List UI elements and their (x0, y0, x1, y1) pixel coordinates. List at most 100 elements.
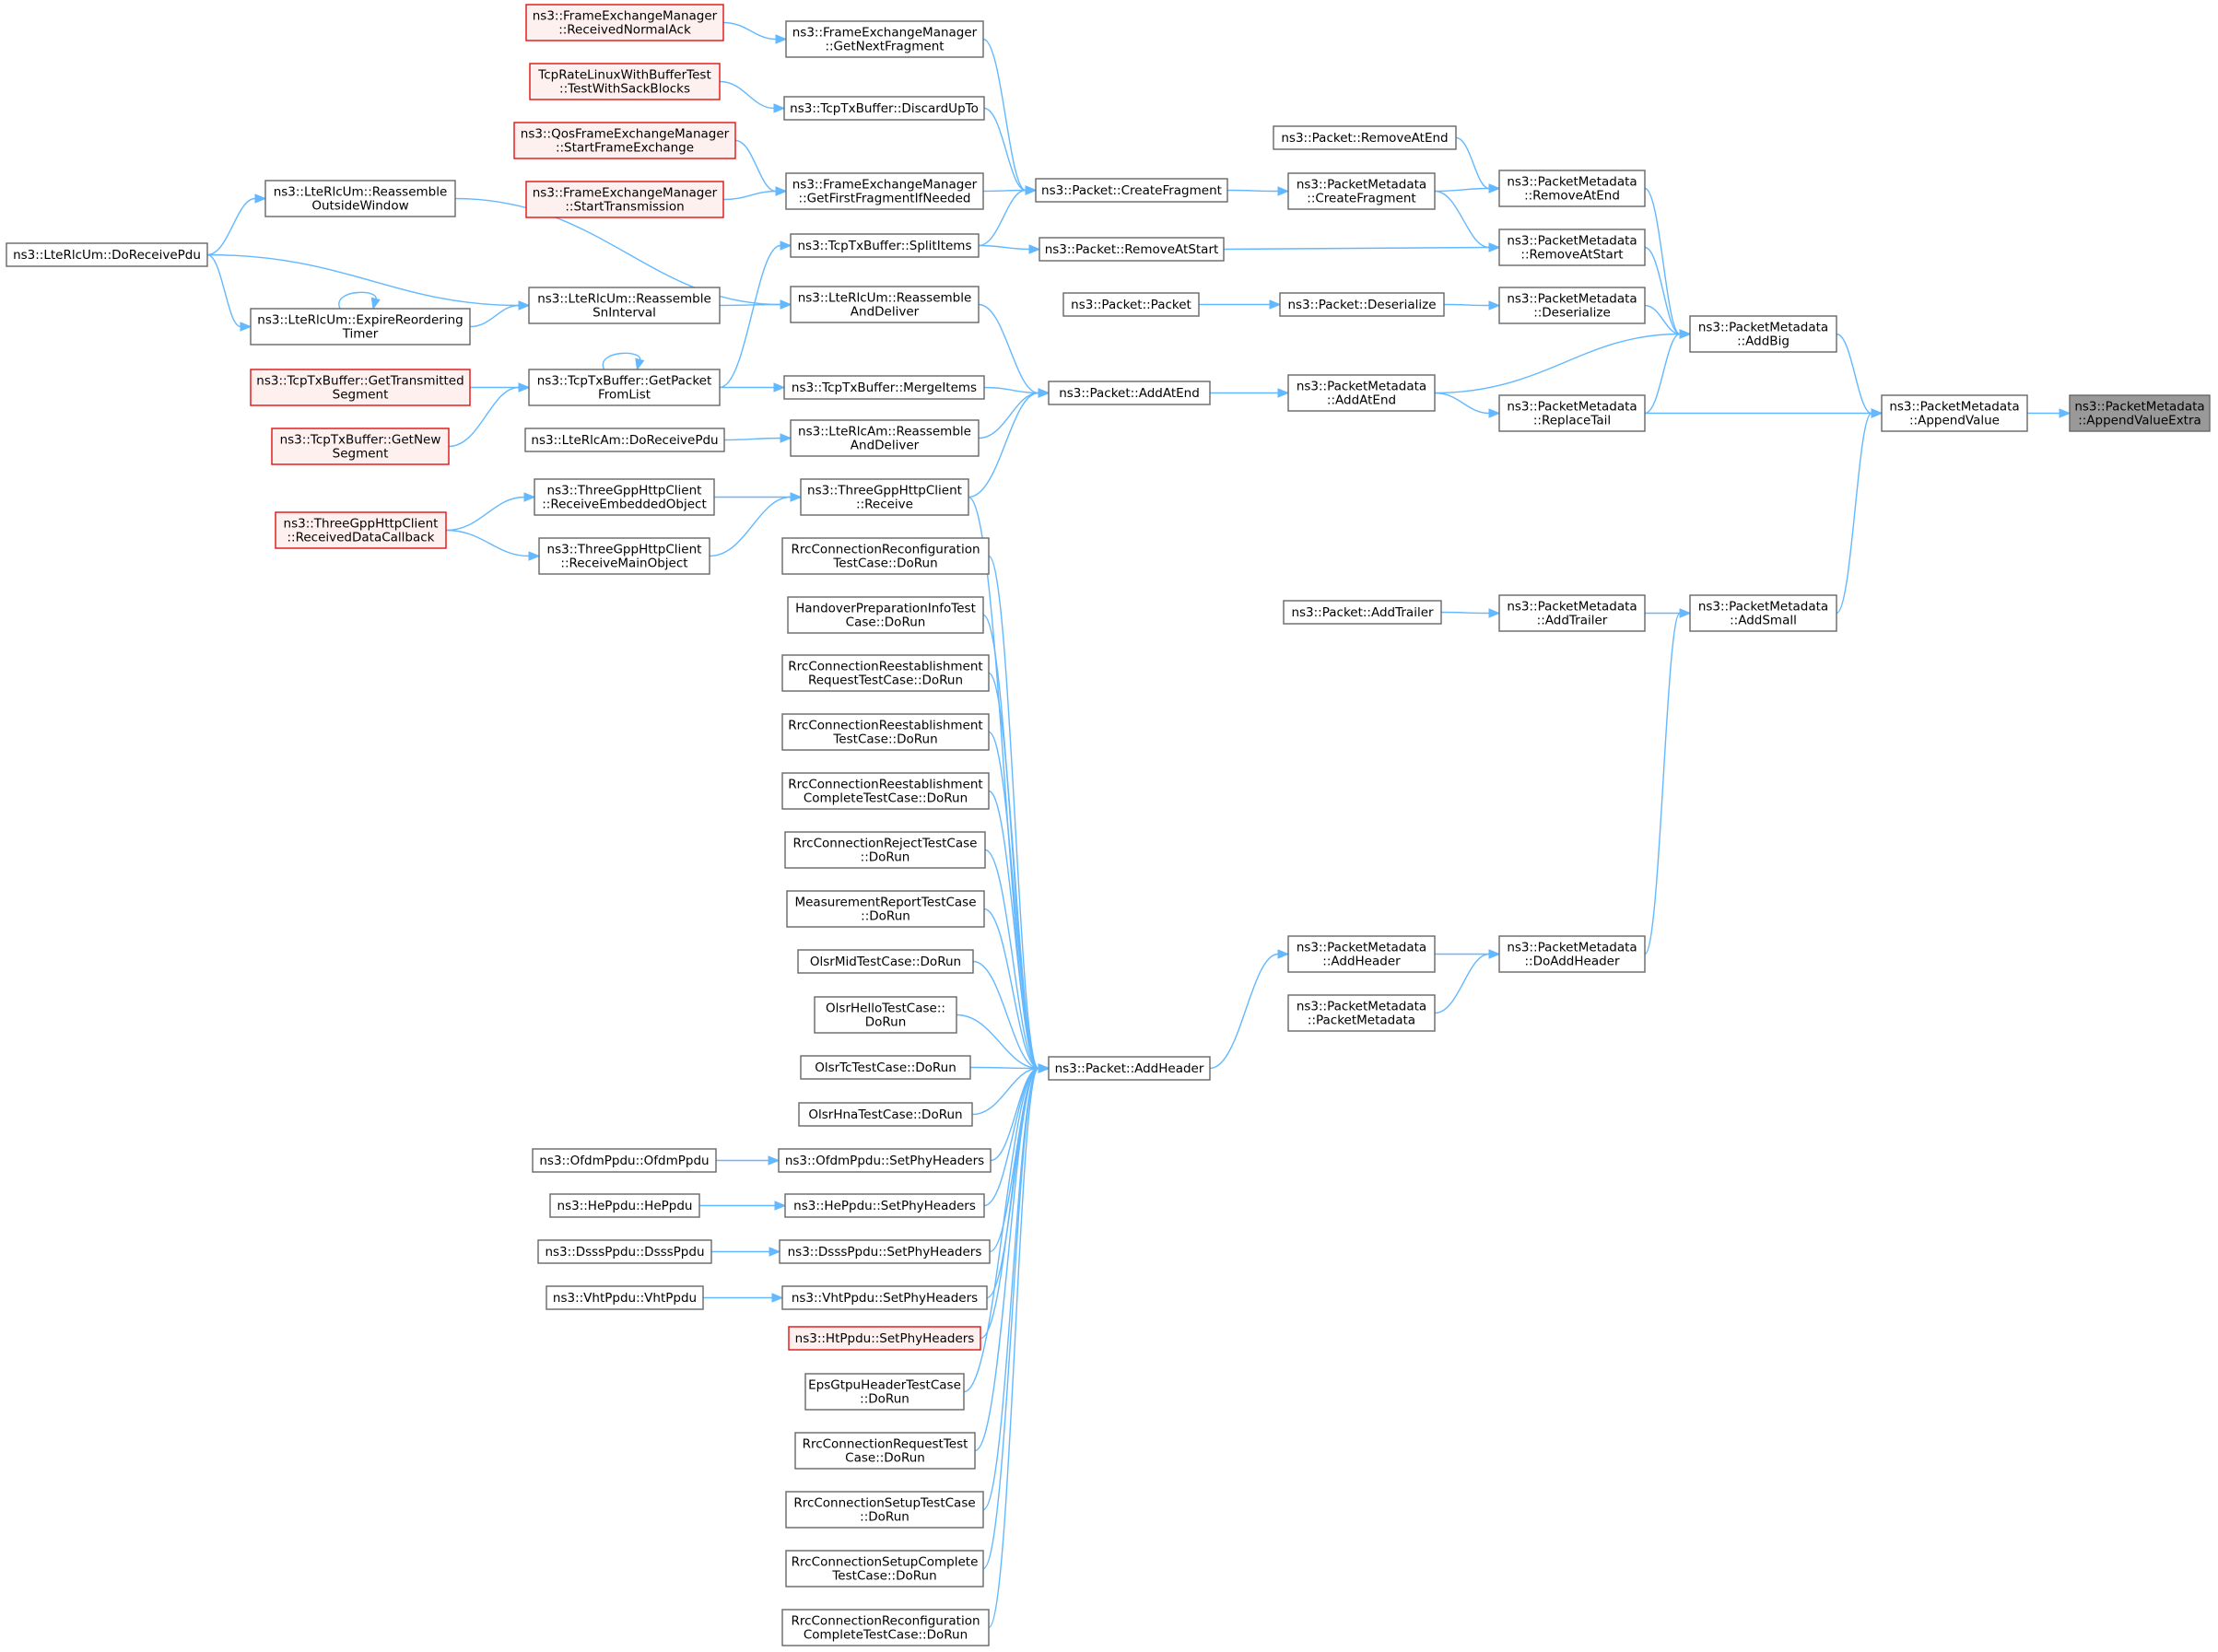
node-n8[interactable]: ns3::PacketMetadata::AddTrailer (1498, 594, 1646, 632)
node-n19[interactable]: ns3::Packet::Packet (1062, 292, 1200, 317)
edge-path (469, 304, 520, 328)
node-n46[interactable]: EpsGtpuHeaderTestCase::DoRun (804, 1373, 965, 1411)
node-label: ns3::ThreeGppHttpClient (284, 517, 439, 532)
node-n21[interactable]: ns3::Packet::AddHeader (1048, 1056, 1211, 1081)
node-box (1287, 172, 1436, 210)
node-n6[interactable]: ns3::PacketMetadata::Deserialize (1498, 287, 1646, 324)
edge-n69-to-n59 (445, 492, 536, 532)
node-n7[interactable]: ns3::PacketMetadata::ReplaceTail (1498, 394, 1646, 432)
node-n5[interactable]: ns3::PacketMetadata::RemoveAtStart (1498, 228, 1646, 266)
node-n0[interactable]: ns3::PacketMetadata::AppendValueExtra (2069, 394, 2211, 432)
node-label: ns3::PacketMetadata (1297, 1000, 1426, 1014)
node-n22[interactable]: ns3::FrameExchangeManager::GetNextFragme… (785, 20, 984, 58)
node-n18[interactable]: ns3::Packet::RemoveAtStart (1039, 237, 1225, 262)
node-label: HandoverPreparationInfoTest (795, 602, 976, 616)
node-label: Segment (333, 447, 389, 462)
node-n45[interactable]: ns3::HtPpdu::SetPhyHeaders (788, 1326, 981, 1351)
node-n69[interactable]: ns3::ThreeGppHttpClient::ReceivedDataCal… (275, 511, 447, 549)
node-label: ns3::PacketMetadata (1507, 600, 1637, 615)
node-n39[interactable]: OlsrTcTestCase::DoRun (800, 1055, 971, 1080)
node-n4[interactable]: ns3::PacketMetadata::RemoveAtEnd (1498, 170, 1646, 207)
node-n25[interactable]: ns3::TcpTxBuffer::SplitItems (790, 233, 980, 258)
node-label: ns3::Packet::AddTrailer (1291, 605, 1434, 620)
edge-path (448, 386, 520, 448)
node-n41[interactable]: ns3::OfdmPpdu::SetPhyHeaders (778, 1148, 992, 1173)
node-n3[interactable]: ns3::PacketMetadata::AddSmall (1689, 594, 1837, 632)
node-n13[interactable]: ns3::PacketMetadata::AddAtEnd (1287, 374, 1436, 412)
node-box (1035, 178, 1228, 203)
edge-path (968, 392, 1039, 498)
node-n61[interactable]: ns3::OfdmPpdu::OfdmPpdu (532, 1148, 717, 1173)
node-n53[interactable]: ns3::QosFrameExchangeManager::StartFrame… (513, 122, 736, 159)
node-label: RrcConnectionReconfiguration (791, 1614, 980, 1629)
node-n40[interactable]: OlsrHnaTestCase::DoRun (798, 1102, 973, 1127)
node-n20[interactable]: ns3::Packet::AddAtEnd (1048, 381, 1211, 405)
node-n9[interactable]: ns3::PacketMetadata::DoAddHeader (1498, 935, 1646, 973)
node-n34[interactable]: RrcConnectionReestablishmentCompleteTest… (781, 772, 990, 810)
node-box (271, 428, 450, 465)
node-n27[interactable]: ns3::TcpTxBuffer::MergeItems (783, 375, 985, 400)
node-n30[interactable]: RrcConnectionReconfigurationTestCase::Do… (781, 537, 990, 575)
node-n59[interactable]: ns3::ThreeGppHttpClient::ReceiveEmbedded… (534, 478, 715, 516)
node-n65[interactable]: ns3::LteRlcUm::DoReceivePdu (6, 242, 208, 267)
node-n48[interactable]: RrcConnectionSetupTestCase::DoRun (785, 1491, 984, 1529)
edge-arrowhead (790, 492, 803, 502)
node-n43[interactable]: ns3::DsssPpdu::SetPhyHeaders (779, 1239, 991, 1264)
node-label: ns3::TcpTxBuffer::SplitItems (798, 239, 972, 253)
node-n54[interactable]: ns3::FrameExchangeManager::StartTransmis… (525, 181, 724, 218)
node-label: ns3::Packet::AddAtEnd (1059, 386, 1200, 401)
edge-arrowhead (2059, 408, 2071, 418)
node-n38[interactable]: OlsrHelloTestCase::DoRun (814, 996, 957, 1034)
node-n62[interactable]: ns3::HePpdu::HePpdu (549, 1193, 700, 1218)
node-n58[interactable]: ns3::LteRlcAm::DoReceivePdu (524, 428, 725, 452)
node-n32[interactable]: RrcConnectionReestablishmentRequestTestC… (781, 654, 990, 692)
node-n51[interactable]: ns3::FrameExchangeManager::ReceivedNorma… (525, 4, 724, 41)
node-n17[interactable]: ns3::Packet::CreateFragment (1035, 178, 1228, 203)
edge-path (206, 197, 256, 256)
node-n24[interactable]: ns3::FrameExchangeManager::GetFirstFragm… (785, 172, 984, 210)
node-n33[interactable]: RrcConnectionReestablishmentTestCase::Do… (781, 713, 990, 751)
node-n23[interactable]: ns3::TcpTxBuffer::DiscardUpTo (783, 96, 985, 121)
node-n64[interactable]: ns3::VhtPpdu::VhtPpdu (546, 1285, 704, 1310)
node-n12[interactable]: ns3::Packet::Deserialize (1279, 292, 1445, 317)
edge-n19-to-n12 (1199, 299, 1282, 310)
node-n35[interactable]: RrcConnectionRejectTestCase::DoRun (784, 831, 986, 869)
node-label: ::RemoveAtEnd (1524, 189, 1620, 204)
edge-path (734, 139, 777, 193)
node-n2[interactable]: ns3::PacketMetadata::AddBig (1689, 315, 1837, 353)
edge-arrowhead (1488, 183, 1501, 193)
edge-arrowhead (1028, 244, 1041, 254)
edge-n16-to-n9 (1434, 949, 1501, 1014)
node-n14[interactable]: ns3::Packet::AddTrailer (1283, 600, 1442, 625)
node-label: ::AddHeader (1322, 955, 1401, 969)
edge-n13-to-n7 (1434, 392, 1501, 418)
node-n36[interactable]: MeasurementReportTestCase::DoRun (786, 890, 985, 928)
node-n11[interactable]: ns3::PacketMetadata::CreateFragment (1287, 172, 1436, 210)
node-n37[interactable]: OlsrMidTestCase::DoRun (797, 949, 974, 974)
node-n10[interactable]: ns3::Packet::RemoveAtEnd (1273, 125, 1457, 150)
node-n16[interactable]: ns3::PacketMetadata::PacketMetadata (1287, 994, 1436, 1032)
node-n42[interactable]: ns3::HePpdu::SetPhyHeaders (784, 1193, 985, 1218)
node-n44[interactable]: ns3::VhtPpdu::SetPhyHeaders (781, 1285, 988, 1310)
node-n29[interactable]: ns3::ThreeGppHttpClient::Receive (800, 478, 969, 516)
node-n60[interactable]: ns3::ThreeGppHttpClient::ReceiveMainObje… (538, 537, 710, 575)
node-box (797, 949, 974, 974)
node-n52[interactable]: TcpRateLinuxWithBufferTest::TestWithSack… (529, 63, 721, 100)
node-box (528, 287, 721, 324)
node-box (275, 511, 447, 549)
node-n1[interactable]: ns3::PacketMetadata::AppendValue (1881, 394, 2028, 432)
node-n15[interactable]: ns3::PacketMetadata::AddHeader (1287, 935, 1436, 973)
node-n50[interactable]: RrcConnectionReconfigurationCompleteTest… (781, 1609, 990, 1646)
node-n49[interactable]: RrcConnectionSetupCompleteTestCase::DoRu… (785, 1550, 984, 1588)
node-n63[interactable]: ns3::DsssPpdu::DsssPpdu (537, 1239, 712, 1264)
